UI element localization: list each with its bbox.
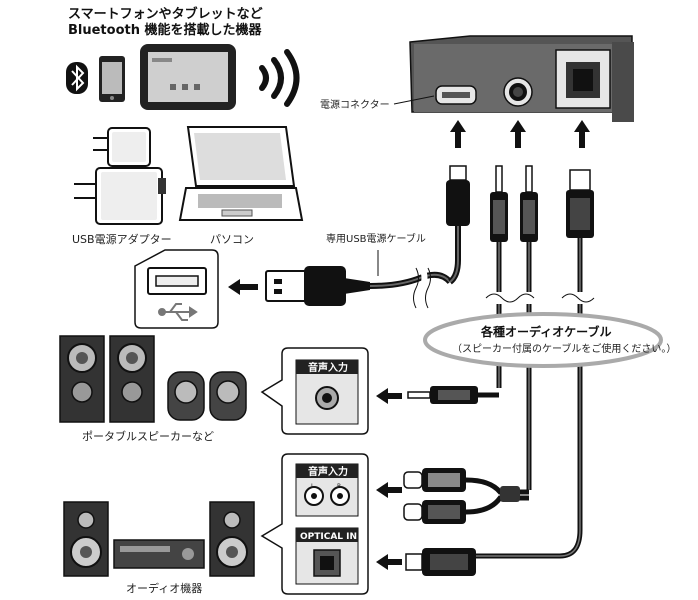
- wireless-signal-icon: [259, 49, 300, 107]
- label-usb-adapter: USB電源アダプター: [72, 232, 172, 246]
- bluetooth-icon: [66, 62, 88, 94]
- label-audio-cables-note: （スピーカー付属のケーブルをご使用ください。）: [452, 342, 676, 355]
- smartphone-icon: [99, 56, 125, 102]
- usb-symbol-icon: [158, 303, 198, 321]
- audio-input-panel: 音声入力: [260, 347, 369, 435]
- tablet-icon: [140, 44, 236, 110]
- usb-adapter-large: [74, 167, 166, 225]
- label-pc: パソコン: [210, 233, 254, 246]
- arrow-optical: [376, 554, 402, 570]
- receiver-unit: [409, 35, 634, 122]
- rca-right-label: R: [337, 483, 341, 490]
- usb-port-panel: [134, 249, 219, 329]
- aux-plug-left: [407, 386, 499, 404]
- usb-cable-plug: [265, 266, 453, 306]
- micro-usb-plug: [446, 165, 470, 226]
- laptop-icon: [178, 126, 304, 221]
- arrow-aux: [376, 388, 402, 404]
- portable-speakers: [59, 335, 247, 423]
- optical-plug: [566, 169, 594, 238]
- stereo-plug-2: [520, 165, 538, 242]
- arrow-usb: [228, 279, 258, 295]
- audio-input-rca-label: 音声入力: [308, 465, 348, 478]
- header-line1: スマートフォンやタブレットなど: [68, 6, 263, 22]
- arrow-rca: [376, 482, 402, 498]
- label-audio-cables: 各種オーディオケーブル: [480, 324, 611, 339]
- rca-left-label: L: [311, 483, 315, 490]
- stereo-plug-1: [490, 165, 508, 242]
- label-power-connector: 電源コネクター: [320, 98, 390, 111]
- label-usb-cable: 専用USB電源ケーブル: [326, 232, 426, 245]
- audio-cables-callout: 各種オーディオケーブル （スピーカー付属のケーブルをご使用ください。）: [423, 312, 676, 368]
- cable-breaks: [485, 292, 596, 304]
- rca-optical-panel: 音声入力 L R OPTICAL IN: [260, 453, 369, 595]
- label-audio-equipment: オーディオ機器: [126, 581, 202, 595]
- header-line2: Bluetooth 機能を搭載した機器: [68, 22, 263, 38]
- audio-input-label: 音声入力: [308, 361, 348, 374]
- rca-plugs: [403, 468, 529, 524]
- optical-in-label: OPTICAL IN: [300, 532, 357, 542]
- audio-equipment: [63, 501, 255, 577]
- optical-plug-bottom: [405, 548, 476, 576]
- label-portable-speakers: ポータブルスピーカーなど: [82, 429, 214, 443]
- usb-adapter-small: [93, 127, 151, 167]
- arrows-up: [450, 120, 590, 148]
- cable-break: [416, 266, 428, 310]
